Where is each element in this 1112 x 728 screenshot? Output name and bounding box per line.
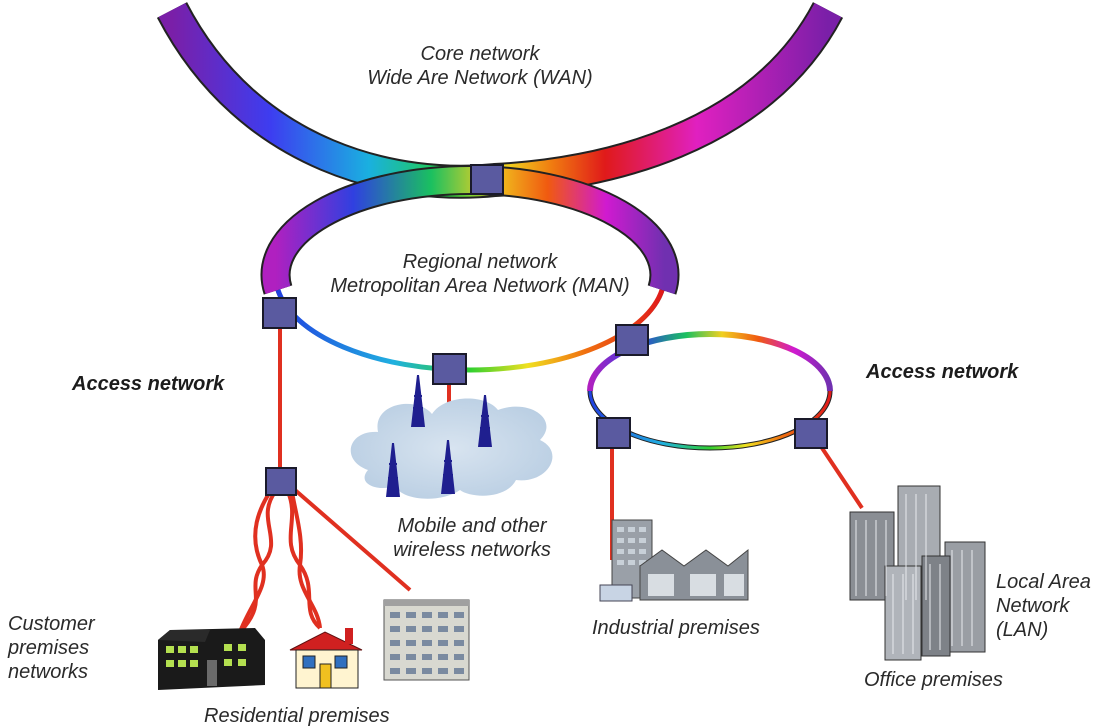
lan-line3: (LAN) bbox=[996, 619, 1049, 641]
node-access-office bbox=[794, 418, 828, 449]
factory-icon bbox=[599, 519, 749, 602]
industrial-premises-label: Industrial premises bbox=[592, 617, 760, 639]
mobile-network-line2: wireless networks bbox=[393, 539, 551, 561]
regional-network-title: Regional network bbox=[402, 251, 558, 273]
core-network-subtitle: Wide Are Network (WAN) bbox=[367, 67, 593, 89]
regional-network-label: Regional network Metropolitan Area Netwo… bbox=[300, 250, 660, 298]
core-network-ring bbox=[156, 1, 844, 199]
radio-tower-icon bbox=[441, 440, 455, 494]
apartment-block-icon bbox=[383, 599, 470, 681]
wireless-cloud bbox=[350, 398, 553, 499]
lan-line1: Local Area bbox=[996, 571, 1091, 593]
radio-tower-icon bbox=[386, 443, 400, 497]
mobile-network-label: Mobile and other wireless networks bbox=[382, 514, 562, 562]
lan-line2: Network bbox=[996, 595, 1070, 617]
access-links bbox=[238, 328, 864, 634]
core-network-label: Core network Wide Are Network (WAN) bbox=[330, 42, 630, 90]
access-network-label-left: Access network bbox=[72, 373, 225, 395]
dark-apartment-icon bbox=[158, 628, 265, 690]
node-core-regional bbox=[470, 164, 504, 195]
customer-premises-line2: premises bbox=[8, 637, 90, 659]
radio-tower-icon bbox=[411, 375, 425, 427]
customer-premises-line3: networks bbox=[8, 661, 89, 683]
office-towers-icon bbox=[849, 485, 986, 661]
lan-label: Local Area Network (LAN) bbox=[996, 570, 1091, 642]
node-regional-left bbox=[262, 297, 297, 329]
house-icon bbox=[289, 628, 363, 689]
radio-tower-icons bbox=[386, 375, 492, 497]
customer-premises-line1: Customer bbox=[8, 613, 95, 635]
node-residential-hub bbox=[265, 467, 297, 496]
node-regional-access bbox=[615, 324, 649, 356]
radio-tower-icon bbox=[478, 395, 492, 447]
office-premises-label: Office premises bbox=[864, 669, 1003, 691]
regional-network-subtitle: Metropolitan Area Network (MAN) bbox=[330, 275, 630, 297]
mobile-network-line1: Mobile and other bbox=[397, 515, 547, 537]
residential-premises-label: Residential premises bbox=[204, 705, 390, 727]
customer-premises-label: Customer premises networks bbox=[8, 612, 95, 684]
node-access-industrial bbox=[596, 417, 631, 449]
node-regional-mobile bbox=[432, 353, 467, 385]
core-network-title: Core network bbox=[420, 43, 540, 65]
access-network-label-right: Access network bbox=[866, 361, 1019, 383]
network-nodes bbox=[262, 164, 828, 496]
